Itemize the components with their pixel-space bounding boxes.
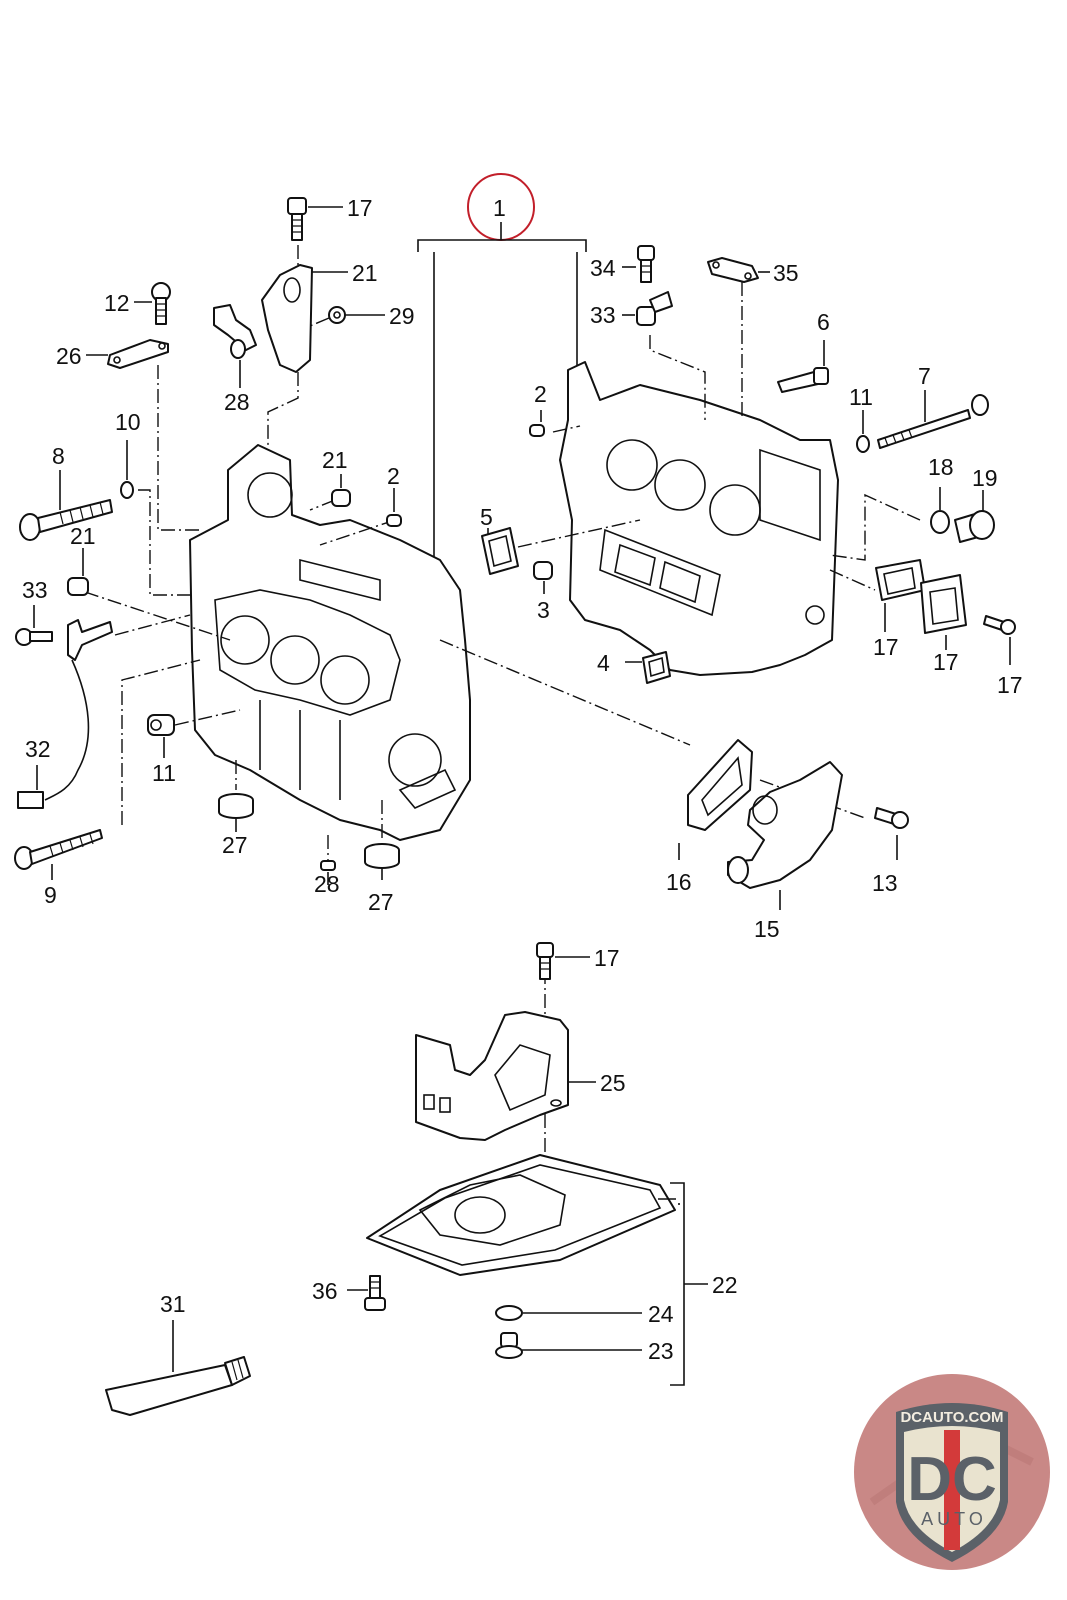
right-crankcase-half[interactable] [559, 361, 839, 676]
sleeve-20[interactable]: 21 [67, 523, 96, 596]
logo-site-text: DCAUTO.COM [900, 1409, 1003, 1426]
sensor-31[interactable]: 32 [17, 619, 113, 809]
callout-12[interactable]: 15 [754, 916, 780, 942]
gasket-13[interactable]: 16 [666, 739, 753, 895]
clip-28-bottom[interactable]: 28 [314, 860, 340, 897]
callout-29[interactable]: 29 [389, 303, 415, 329]
callout-34[interactable]: 34 [590, 255, 616, 281]
gasket-4[interactable]: 4 [597, 650, 671, 684]
callout-5[interactable]: 5 [480, 504, 493, 530]
clip-28-top[interactable]: 28 [224, 339, 250, 415]
callout-23[interactable]: 23 [648, 1338, 674, 1364]
callout-20[interactable]: 21 [70, 523, 96, 549]
callout-19[interactable]: 19 [972, 465, 998, 491]
oil-pan-gasket-22[interactable] [366, 1154, 680, 1276]
callout-18[interactable]: 18 [928, 454, 954, 480]
plate-35[interactable]: 35 [707, 257, 799, 286]
plug-19[interactable]: 19 [954, 465, 998, 543]
sleeve-3[interactable]: 3 [533, 561, 553, 623]
callout-1[interactable]: 1 [493, 195, 506, 221]
callout-32[interactable]: 33 [22, 577, 48, 603]
sealant-tube-30[interactable]: 31 [105, 1291, 251, 1416]
callout-13[interactable]: 16 [666, 869, 692, 895]
callout-8[interactable]: 8 [52, 443, 65, 469]
oring-10-left[interactable]: 10 [115, 409, 141, 499]
callout-28[interactable]: 28 [224, 389, 250, 415]
shield-25[interactable]: 25 [415, 1011, 626, 1141]
callout-7[interactable]: 7 [918, 363, 931, 389]
plate-26[interactable]: 26 [56, 339, 169, 369]
callout-21-inner[interactable]: 21 [322, 447, 348, 473]
dcauto-logo[interactable]: DCAUTO.COM DC AUTO [852, 1372, 1052, 1572]
callout-25[interactable]: 25 [600, 1070, 626, 1096]
bolt-17-bottom[interactable]: 17 [536, 942, 620, 980]
bracket-21[interactable]: 21 [213, 260, 378, 373]
callout-22[interactable]: 22 [712, 1272, 738, 1298]
logo-mark: DC [907, 1445, 997, 1514]
callout-24[interactable]: 24 [648, 1301, 674, 1327]
callout-3[interactable]: 3 [537, 597, 550, 623]
assembly-bracket [417, 239, 587, 252]
logo-sub-text: AUTO [921, 1509, 987, 1529]
callout-2[interactable]: 2 [387, 463, 400, 489]
callout-10b[interactable]: 11 [849, 384, 873, 410]
callout-36[interactable]: 36 [312, 1278, 338, 1304]
sleeve-21-small[interactable]: 21 [322, 447, 351, 507]
callout-30[interactable]: 31 [160, 1291, 186, 1317]
dowel-2-right[interactable]: 2 [529, 381, 547, 437]
bolt-14-left[interactable]: 12 [104, 282, 171, 325]
callout-10[interactable]: 10 [115, 409, 141, 435]
bolt-32[interactable]: 33 [15, 577, 53, 646]
callout-21[interactable]: 21 [352, 260, 378, 286]
oring-10-right[interactable]: 11 [849, 384, 873, 453]
cover-16[interactable]: 17 [873, 559, 926, 660]
plug-27-left[interactable]: 27 [218, 793, 254, 858]
callout-27b[interactable]: 27 [368, 889, 394, 915]
callout-1-group: 1 [417, 173, 587, 580]
callout-17b[interactable]: 17 [997, 672, 1023, 698]
callout-33[interactable]: 33 [590, 302, 616, 328]
bracket-22: 22 [658, 1182, 738, 1386]
cover-15[interactable]: 17 [920, 574, 967, 675]
callout-17c[interactable]: 17 [594, 945, 620, 971]
bolt-17-right[interactable]: 17 [983, 615, 1023, 698]
oring-24[interactable]: 24 [495, 1301, 674, 1327]
oring-18[interactable]: 18 [928, 454, 954, 534]
gasket-5[interactable]: 5 [480, 504, 519, 575]
callout-4[interactable]: 4 [597, 650, 610, 676]
callout-14[interactable]: 12 [104, 290, 130, 316]
sensor-33[interactable]: 33 [590, 291, 673, 328]
callout-26[interactable]: 26 [56, 343, 82, 369]
callout-31[interactable]: 32 [25, 736, 51, 762]
callout-16[interactable]: 17 [873, 634, 899, 660]
callout-15[interactable]: 17 [933, 649, 959, 675]
housing-12[interactable]: 15 [727, 761, 843, 942]
bolt-9[interactable]: 9 [14, 829, 103, 908]
callout-11[interactable]: 11 [152, 760, 176, 786]
plug-23[interactable]: 23 [495, 1332, 674, 1364]
dowel-2-left[interactable]: 2 [386, 463, 402, 527]
sleeve-11[interactable]: 11 [147, 714, 176, 786]
bolt-17-top[interactable]: 17 [287, 195, 373, 241]
bolt-34[interactable]: 34 [590, 245, 655, 283]
bolt-36[interactable]: 36 [312, 1275, 386, 1311]
left-crankcase-half[interactable] [189, 444, 471, 841]
bolt-6[interactable]: 6 [777, 309, 830, 393]
bolt-8[interactable]: 8 [19, 443, 113, 541]
callout-2b[interactable]: 2 [534, 381, 547, 407]
bolt-14-right[interactable]: 13 [872, 807, 909, 896]
callout-6[interactable]: 6 [817, 309, 830, 335]
logo-stripe [944, 1430, 960, 1550]
nut-29[interactable]: 29 [309, 303, 415, 329]
callout-17[interactable]: 17 [347, 195, 373, 221]
callout-27[interactable]: 27 [222, 832, 248, 858]
callout-35[interactable]: 35 [773, 260, 799, 286]
callout-14b[interactable]: 13 [872, 870, 898, 896]
plug-27-right[interactable]: 27 [364, 843, 400, 915]
callout-28b[interactable]: 28 [314, 871, 340, 897]
bolt-7[interactable]: 7 [877, 363, 989, 449]
callout-9[interactable]: 9 [44, 882, 57, 908]
